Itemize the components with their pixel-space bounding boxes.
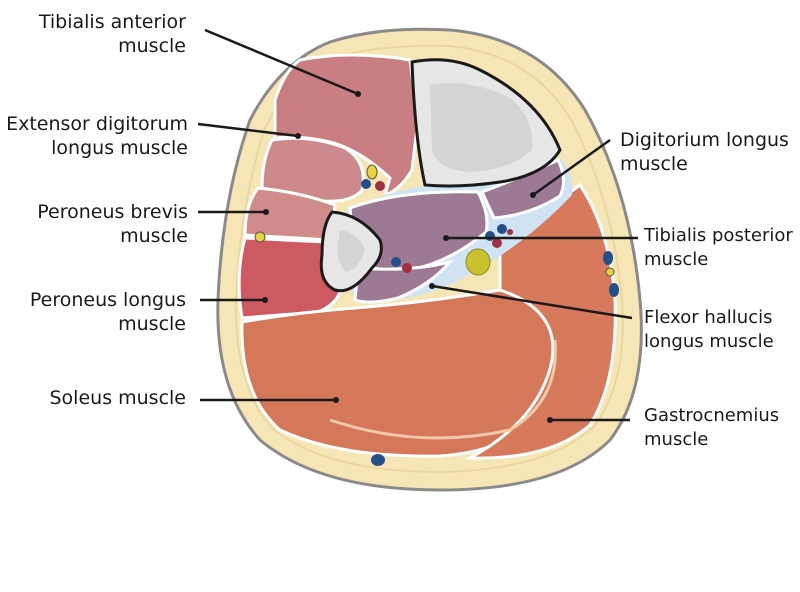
dot-tibialis-anterior <box>355 91 361 97</box>
leader-tibialis-anterior <box>204 28 359 96</box>
label-line: muscle <box>118 35 186 57</box>
small-saphenous-vein <box>371 454 385 466</box>
label-line: Peroneus longus <box>29 289 186 311</box>
dot-peroneus-brevis <box>263 209 269 215</box>
leader-extensor-digitorum <box>197 122 299 138</box>
peroneal-vein <box>391 257 401 267</box>
peroneal-nerve <box>254 231 266 243</box>
label-tibialis-anterior: Tibialis anterior muscle <box>39 10 186 58</box>
label-line: longus muscle <box>51 137 188 159</box>
label-line: muscle <box>120 225 188 247</box>
gastrocnemius-muscle <box>464 182 617 460</box>
label-line: Flexor hallucis <box>644 307 773 328</box>
posterior-tibial-artery-2 <box>507 229 513 235</box>
leader-flexor-hallucis <box>431 284 633 320</box>
posterior-tibial-artery <box>492 238 502 248</box>
saphenous-vein-lower <box>609 283 619 297</box>
dot-peroneus-longus <box>262 297 268 303</box>
dot-extensor-digitorum <box>295 133 301 139</box>
label-line: muscle <box>644 429 709 450</box>
posterior-tibial-vein-2 <box>497 224 507 234</box>
label-extensor-digitorum: Extensor digitorum longus muscle <box>6 112 188 160</box>
label-soleus: Soleus muscle <box>50 386 187 410</box>
fascia-line <box>234 44 624 474</box>
label-flexor-hallucis: Flexor hallucis longus muscle <box>644 306 774 354</box>
anterior-nerve <box>366 164 378 180</box>
leader-digitorium-longus <box>532 138 611 197</box>
dot-gastrocnemius <box>547 417 553 423</box>
label-gastrocnemius: Gastrocnemius muscle <box>644 404 779 452</box>
label-line: Extensor digitorum <box>6 113 188 135</box>
label-line: Soleus muscle <box>49 387 187 409</box>
tibia-medulla <box>430 83 533 172</box>
label-line: muscle <box>644 249 709 270</box>
dot-tibialis-posterior <box>443 235 449 241</box>
septum-line <box>329 339 557 440</box>
label-peroneus-longus: Peroneus longus muscle <box>30 288 186 336</box>
extensor-digitorum-muscle <box>260 136 365 203</box>
dot-soleus <box>333 397 339 403</box>
saphenous-vein-upper <box>603 251 613 265</box>
anterior-artery <box>375 181 385 191</box>
label-line: Tibialis posterior <box>644 225 793 246</box>
label-line: Peroneus brevis <box>37 201 188 223</box>
peroneal-artery <box>402 263 412 273</box>
dot-digitorium-longus <box>530 192 536 198</box>
tibialis-anterior-muscle <box>273 53 420 198</box>
label-peroneus-brevis: Peroneus brevis muscle <box>37 200 188 248</box>
label-line: Digitorium longus <box>620 129 789 151</box>
tibial-nerve <box>465 248 491 276</box>
saphenous-nerve <box>605 267 615 277</box>
label-line: muscle <box>118 313 186 335</box>
label-digitorium-longus: Digitorium longus muscle <box>620 128 789 176</box>
label-line: muscle <box>620 153 688 175</box>
label-line: longus muscle <box>644 331 774 352</box>
anterior-vein <box>361 179 371 189</box>
label-line: Gastrocnemius <box>644 405 780 426</box>
fibula-medulla <box>337 230 365 272</box>
dot-flexor-hallucis <box>429 283 435 289</box>
label-tibialis-posterior: Tibialis posterior muscle <box>644 224 793 272</box>
label-line: Tibialis anterior <box>38 11 186 33</box>
